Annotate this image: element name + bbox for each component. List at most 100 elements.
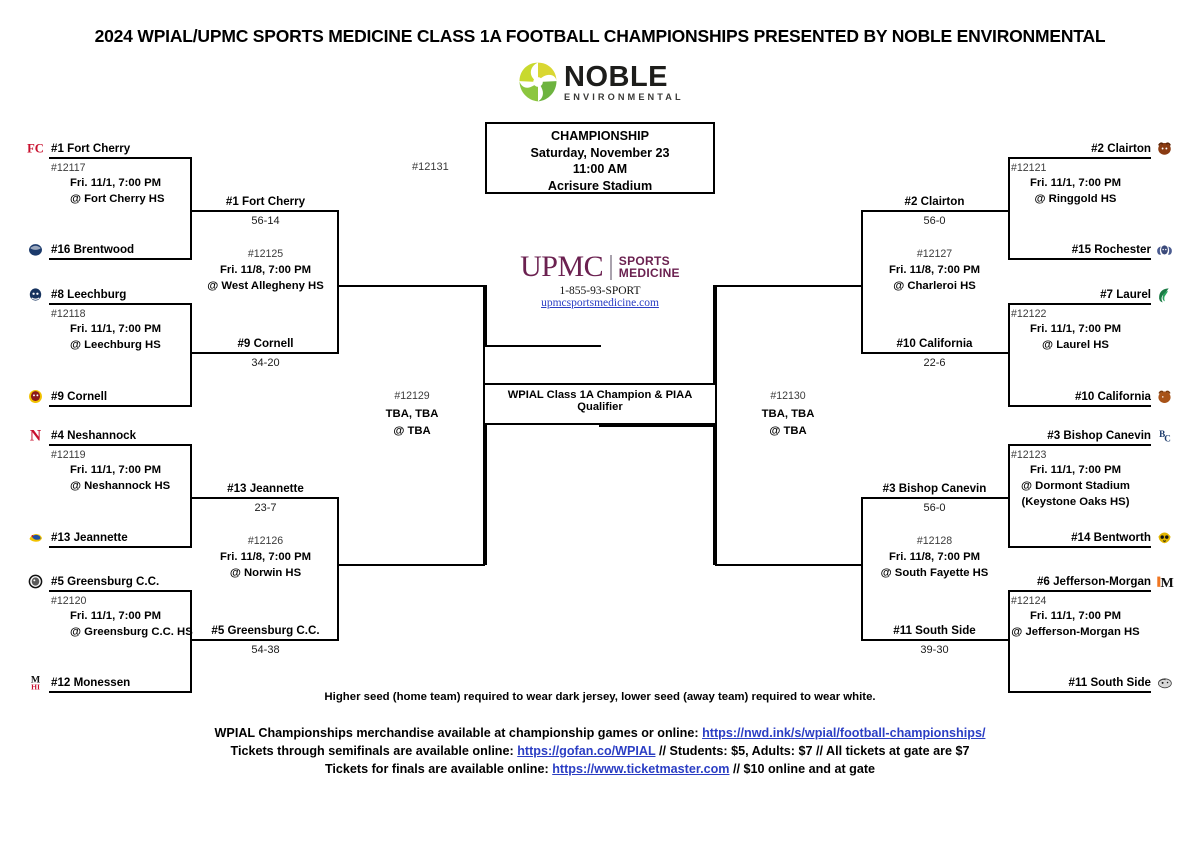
semi-connector <box>715 285 717 564</box>
cornell-logo <box>29 390 42 403</box>
team-label-top: #3 Bishop Canevin <box>882 482 987 495</box>
score-bottom: 22-6 <box>923 357 946 369</box>
game-site: @ Greensburg C.C. HS <box>70 626 193 638</box>
game-site: @ Dormont Stadium <box>1021 480 1130 492</box>
game-site: @ Charleroi HS <box>893 280 976 292</box>
game-site-secondary: (Keystone Oaks HS) <box>1021 496 1130 508</box>
final-left-vert <box>485 285 487 345</box>
team-label-bottom: #14 Bentworth <box>1071 531 1151 544</box>
monessen-logo: MHI <box>31 675 41 692</box>
r2-top-line <box>192 497 339 499</box>
bishop-canevin-logo: BC <box>1159 429 1171 444</box>
championship-venue: Acrisure Stadium <box>547 178 653 193</box>
game-id: #12126 <box>247 535 284 547</box>
footer-semis-text: Tickets through semifinals are available… <box>230 744 514 758</box>
team-label-bottom: #12 Monessen <box>51 676 131 689</box>
semi-teams: TBA, TBA <box>761 408 815 420</box>
r1-bottom-line <box>1008 546 1151 548</box>
championship-game-id: #12131 <box>412 161 449 173</box>
final-right-vert <box>713 285 715 385</box>
merch-link[interactable]: https://nwd.ink/s/wpial/football-champio… <box>702 726 986 740</box>
game-id: #12127 <box>916 248 953 260</box>
team-label-top: #3 Bishop Canevin <box>1047 429 1151 442</box>
r1-bottom-line <box>49 258 192 260</box>
rochester-logo <box>1157 245 1172 255</box>
r1-bottom-line <box>49 546 192 548</box>
championship-date: Saturday, November 23 <box>530 145 670 160</box>
team-label-bottom: #10 California <box>1074 390 1151 403</box>
r1-bottom-line <box>49 405 192 407</box>
final-box-top <box>485 383 715 385</box>
upmc-website-link[interactable]: upmcsportsmedicine.com <box>541 297 659 309</box>
semi-teams: TBA, TBA <box>385 408 439 420</box>
game-date: Fri. 11/1, 7:00 PM <box>1029 464 1122 476</box>
laurel-logo <box>1159 288 1169 303</box>
upmc-divider <box>610 254 612 280</box>
team-label-top: #4 Neshannock <box>51 429 137 442</box>
r2-top-line <box>861 210 1008 212</box>
upmc-medicine-label: MEDICINE <box>618 266 680 280</box>
team-label-bottom: #9 Cornell <box>237 337 294 350</box>
brentwood-logo <box>29 244 42 256</box>
game-site: @ South Fayette HS <box>880 567 989 579</box>
team-label-top: #1 Fort Cherry <box>225 195 306 208</box>
upmc-wordmark: UPMC <box>520 250 604 283</box>
r1-connector <box>190 444 192 546</box>
semi-game-id: #12130 <box>770 390 806 402</box>
game-date: Fri. 11/8, 7:00 PM <box>219 551 312 563</box>
game-date: Fri. 11/8, 7:00 PM <box>219 264 312 276</box>
r2-connector <box>337 497 339 639</box>
neshannock-logo: N <box>30 427 42 444</box>
jersey-note: Higher seed (home team) required to wear… <box>324 691 876 703</box>
gofan-link[interactable]: https://gofan.co/WPIAL <box>517 744 656 758</box>
championship-time: 11:00 AM <box>572 162 628 176</box>
r1-bottom-line <box>1008 691 1151 693</box>
game-id: #12120 <box>51 595 87 607</box>
semi-top-line <box>715 285 861 287</box>
noble-leaf-icon <box>519 62 557 102</box>
score-top: 56-14 <box>251 215 280 227</box>
score-top: 56-0 <box>923 502 946 514</box>
game-site: @ Fort Cherry HS <box>70 193 165 205</box>
ticketmaster-link[interactable]: https://www.ticketmaster.com <box>552 762 730 776</box>
r1-connector <box>190 590 192 691</box>
fort-cherry-logo: FC <box>27 142 44 156</box>
team-label-top: #13 Jeannette <box>227 482 304 495</box>
r1-connector <box>190 157 192 258</box>
upmc-sports-label: SPORTS <box>618 253 670 268</box>
r1-connector <box>1008 157 1010 258</box>
team-label-bottom: #16 Brentwood <box>51 243 135 256</box>
team-label-bottom: #15 Rochester <box>1071 243 1151 256</box>
svg-text:M: M <box>31 675 41 686</box>
game-id: #12122 <box>1011 308 1047 320</box>
r1-connector <box>1008 303 1010 405</box>
championship-label: CHAMPIONSHIP <box>551 129 649 143</box>
bentworth-logo <box>1158 532 1171 544</box>
score-bottom: 34-20 <box>251 357 280 369</box>
semi-site: @ TBA <box>393 425 431 437</box>
footer-finals-text: Tickets for finals are available online: <box>324 762 549 776</box>
semi-bottom-line <box>715 564 861 566</box>
team-label-top: #1 Fort Cherry <box>51 142 131 155</box>
r1-top-line <box>1008 303 1151 305</box>
game-site: @ Laurel HS <box>1042 339 1109 351</box>
score-top: 56-0 <box>923 215 946 227</box>
r1-top-line <box>49 444 192 446</box>
svg-text:N: N <box>30 427 42 444</box>
r2-bottom-line <box>861 352 1008 354</box>
r2-bottom-line <box>192 352 339 354</box>
game-date: Fri. 11/1, 7:00 PM <box>70 177 162 189</box>
game-date: Fri. 11/1, 7:00 PM <box>1029 323 1122 335</box>
footer-merch-text: WPIAL Championships merchandise availabl… <box>214 726 699 740</box>
footer-semis-suffix: // Students: $5, Adults: $7 // All ticke… <box>659 744 970 758</box>
r1-top-line <box>49 590 192 592</box>
svg-text:FC: FC <box>27 142 44 156</box>
game-site: @ West Allegheny HS <box>207 280 324 292</box>
r1-bottom-line <box>1008 405 1151 407</box>
r2-bottom-line <box>192 639 339 641</box>
final-left-vert-lower <box>485 425 487 565</box>
footer-semis-line: Tickets through semifinals are available… <box>0 744 1200 758</box>
svg-text:HI: HI <box>31 683 40 692</box>
r2-connector <box>861 497 863 639</box>
final-right-arm <box>599 425 715 427</box>
